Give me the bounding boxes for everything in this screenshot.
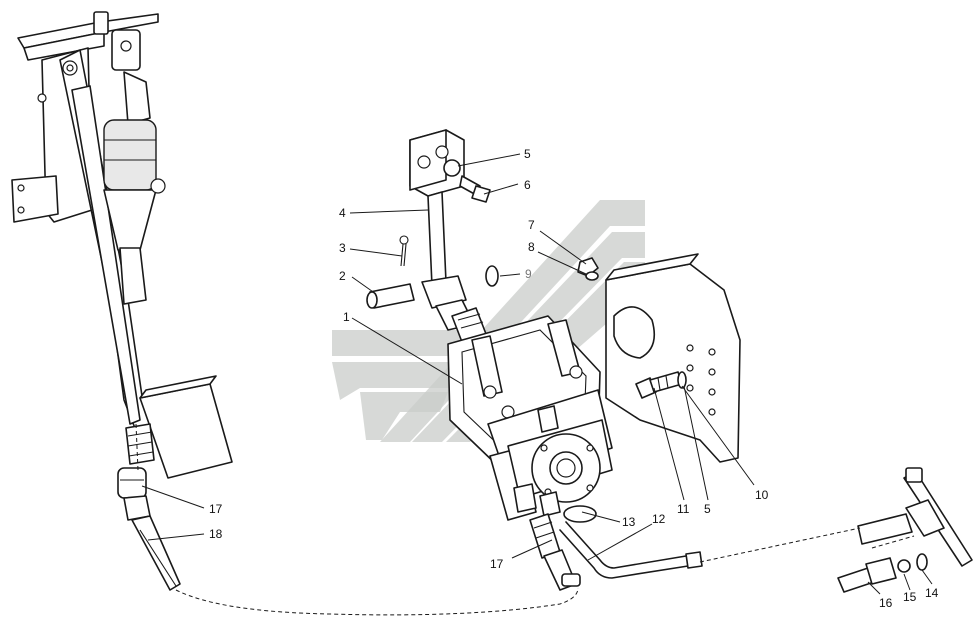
callout-17-centre: 17 <box>490 557 504 571</box>
callout-5-top: 5 <box>524 147 531 161</box>
callout-12: 12 <box>652 512 666 526</box>
callout-5-bottom: 5 <box>704 502 711 516</box>
pipe-assembly <box>529 513 703 591</box>
callout-16: 16 <box>879 596 893 610</box>
mounting-plate <box>605 253 741 463</box>
tee-fitting-assembly <box>837 467 973 593</box>
callout-17-left: 17 <box>209 502 223 516</box>
rod-fork-assembly <box>366 129 599 343</box>
callout-13: 13 <box>622 515 636 529</box>
callout-labels: 1 2 3 4 5 6 7 8 9 10 11 5 12 13 17 17 18… <box>209 147 939 610</box>
callout-10: 10 <box>755 488 769 502</box>
callout-14: 14 <box>925 586 939 600</box>
valve-body-assembly <box>447 315 613 523</box>
callout-6: 6 <box>524 178 531 192</box>
pedal-assembly <box>11 11 233 591</box>
leader-lines <box>141 153 933 595</box>
callout-7: 7 <box>528 218 535 232</box>
dashed-connections <box>135 423 915 616</box>
callout-1: 1 <box>343 310 350 324</box>
callout-3: 3 <box>339 241 346 255</box>
callout-2: 2 <box>339 269 346 283</box>
callout-18: 18 <box>209 527 223 541</box>
callout-9: 9 <box>525 267 532 281</box>
callout-4: 4 <box>339 206 346 220</box>
callout-8: 8 <box>528 240 535 254</box>
callout-11: 11 <box>677 502 690 516</box>
callout-15: 15 <box>903 590 917 604</box>
